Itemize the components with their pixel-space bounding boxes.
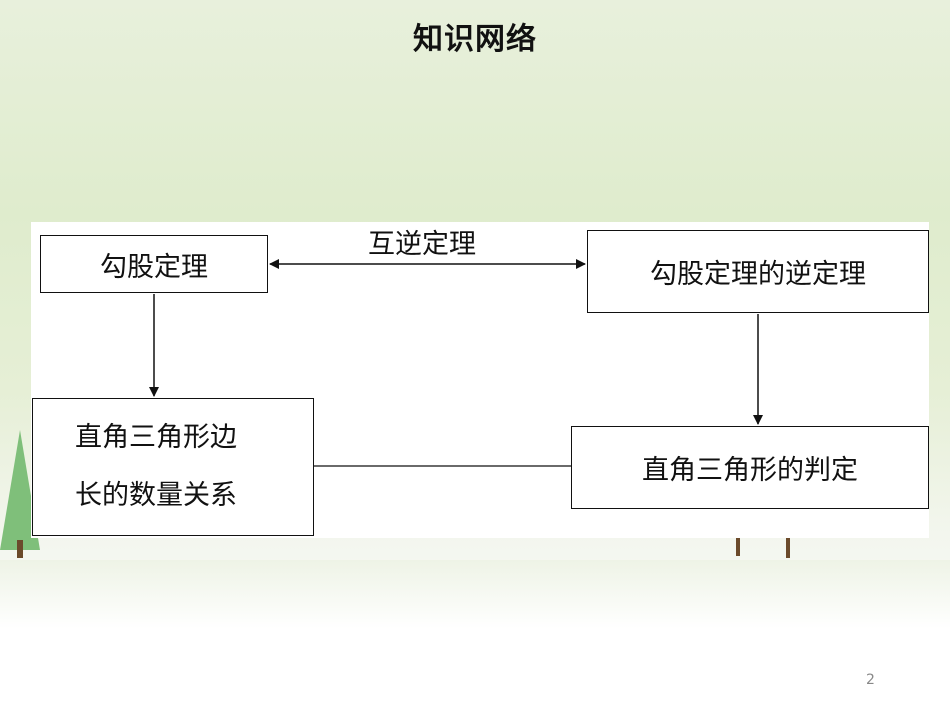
snow-ground	[0, 560, 950, 713]
node-side-relation-line1: 直角三角形边	[75, 422, 237, 453]
edge-label-inverse: 互逆定理	[368, 229, 476, 260]
tree-decoration-left	[0, 430, 40, 558]
node-converse-theorem: 勾股定理的逆定理	[587, 230, 929, 313]
slide-title: 知识网络	[413, 22, 537, 57]
node-side-relation: 直角三角形边 长的数量关系	[32, 398, 314, 536]
node-right-triangle-judgement: 直角三角形的判定	[571, 426, 929, 509]
node-side-relation-line2: 长的数量关系	[75, 480, 237, 511]
page-number: 2	[866, 672, 875, 688]
node-pythagorean-theorem: 勾股定理	[40, 235, 268, 293]
